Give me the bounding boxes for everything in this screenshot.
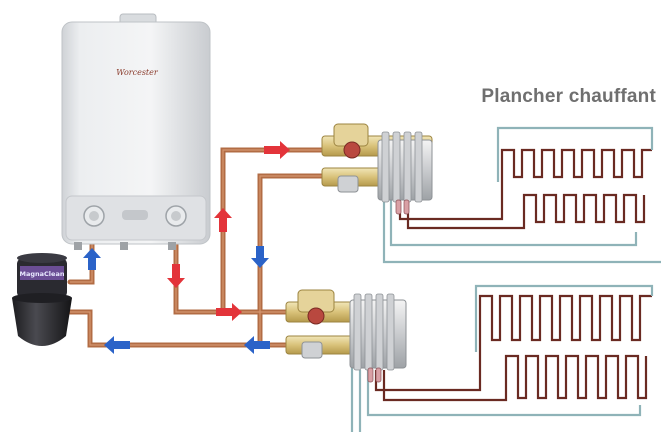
arrow-right-icon xyxy=(264,141,290,159)
magnetic-filter: MagnaClean xyxy=(12,253,72,346)
boiler-display xyxy=(122,210,148,220)
arrow-left-icon xyxy=(244,336,270,354)
manifold-upper xyxy=(321,123,433,215)
arrow-left-icon xyxy=(104,336,130,354)
boiler-dial-left xyxy=(83,205,105,227)
boiler-dial-right xyxy=(165,205,187,227)
manifold-lower xyxy=(285,289,407,383)
flow-arrows xyxy=(83,141,290,354)
underfloor-loops-lower xyxy=(350,284,654,432)
boiler: Worcester xyxy=(61,13,211,250)
pipe-boiler-supply xyxy=(173,239,293,315)
loop-upper-a-return xyxy=(496,126,654,182)
loop-upper-b xyxy=(406,193,646,230)
arrow-down-icon xyxy=(167,264,185,288)
loop-lower-return-a xyxy=(366,370,642,417)
loop-lower-b xyxy=(382,354,648,402)
boiler-body xyxy=(61,21,211,245)
underfloor-loops-upper xyxy=(382,126,661,264)
diagram-title: Plancher chauffant xyxy=(481,86,656,107)
loop-upper-return-a xyxy=(389,200,638,247)
loop-upper-return-b xyxy=(382,200,661,264)
boiler-logo: Worcester xyxy=(116,68,159,77)
loop-lower-a-return xyxy=(474,284,654,352)
loop-upper-a xyxy=(398,148,652,221)
arrow-right-icon xyxy=(216,303,242,321)
pump-valve-upper xyxy=(343,141,361,159)
arrow-up-icon xyxy=(214,208,232,232)
pipe-return-main xyxy=(67,309,293,348)
arrow-up-icon xyxy=(83,248,101,270)
loop-lower-a xyxy=(374,294,652,392)
filter-body xyxy=(12,298,72,346)
filter-label: MagnaClean xyxy=(20,270,65,278)
arrow-down-icon xyxy=(251,246,269,268)
pump-valve-lower xyxy=(307,307,325,325)
